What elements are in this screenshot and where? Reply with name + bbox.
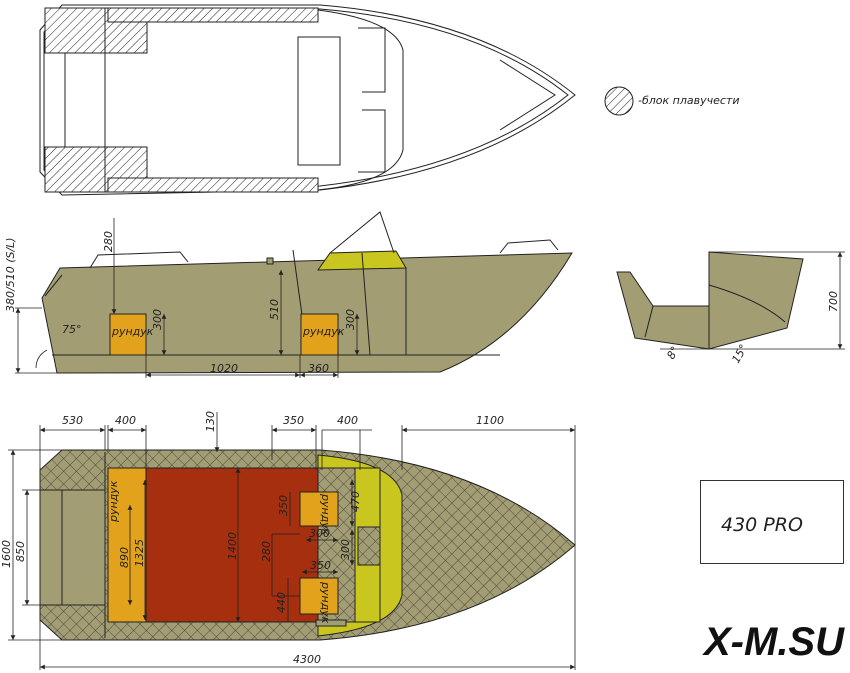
- dim-label: 350: [283, 414, 304, 427]
- dim-label: 350: [277, 495, 290, 516]
- legend-label: -блок плавучести: [638, 94, 739, 107]
- dim-label: 130: [204, 411, 217, 432]
- dim-label: 300: [344, 309, 357, 330]
- dim-label: 360: [308, 362, 329, 375]
- dim-label: 1100: [476, 414, 504, 427]
- locker-label: рундук: [302, 325, 345, 338]
- dim-label: 300: [339, 539, 352, 560]
- side-view: рундук рундук 380/510 (S/L) 280 510 300 …: [4, 211, 573, 378]
- dim-label: 1600: [0, 540, 13, 568]
- top-view: [39, 4, 576, 196]
- plan-view: рундук рундук рундук 890 1325 1400 350 3…: [0, 411, 576, 670]
- angle-label: 75°: [62, 323, 82, 336]
- locker-label: рундук: [319, 493, 332, 536]
- dim-label: 400: [115, 414, 136, 427]
- angle-label: 15°: [729, 342, 750, 365]
- dim-label: 300: [309, 527, 330, 540]
- dim-label: 510: [268, 299, 281, 320]
- locker-side-mid: [300, 313, 339, 356]
- brand-logo: X-M.SU: [704, 620, 844, 664]
- locker-label: рундук: [319, 581, 332, 624]
- locker-label: рундук: [107, 480, 120, 523]
- dim-label: 350: [310, 559, 331, 572]
- hatched-circle-icon: [604, 86, 634, 116]
- dim-label: 1400: [226, 532, 239, 560]
- dim-label: 1020: [210, 362, 238, 375]
- dim-label: 530: [62, 414, 83, 427]
- height-dim-label: 380/510 (S/L): [4, 237, 17, 312]
- dim-label: 440: [275, 592, 288, 613]
- dim-label: 400: [337, 414, 358, 427]
- legend: -блок плавучести: [604, 86, 739, 116]
- model-name: 430 PRO: [721, 514, 803, 536]
- locker-side-stern: [109, 313, 147, 356]
- dim-label: 300: [151, 309, 164, 330]
- model-box: 430 PRO: [700, 480, 844, 564]
- dim-label: 280: [102, 231, 115, 252]
- dim-label: 4300: [293, 653, 321, 666]
- angle-label: 8°: [664, 344, 682, 361]
- dim-label: 280: [260, 541, 273, 562]
- dim-label: 850: [14, 541, 27, 562]
- dim-label: 470: [349, 491, 362, 512]
- section-view: 700 8° 15°: [616, 251, 845, 366]
- dim-label: 890: [118, 547, 131, 568]
- locker-label: рундук: [111, 325, 154, 338]
- dim-label: 1325: [133, 539, 146, 567]
- dim-label: 700: [827, 291, 840, 312]
